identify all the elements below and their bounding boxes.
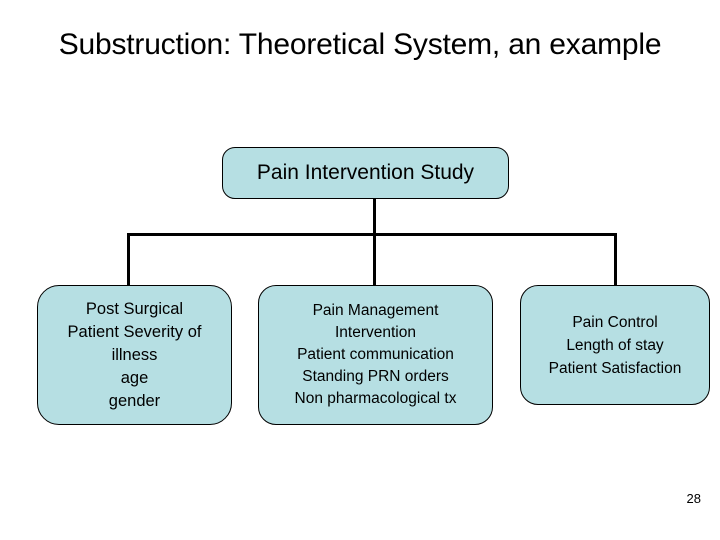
connector-drop-intervention bbox=[373, 233, 376, 286]
connector-root-stem bbox=[373, 198, 376, 235]
node-label: Pain Intervention Study bbox=[256, 161, 475, 184]
page-title: Substruction: Theoretical System, an exa… bbox=[58, 28, 662, 61]
connector-drop-outcome bbox=[614, 233, 617, 286]
node-intervention-variables: Pain Management Intervention Patient com… bbox=[258, 285, 493, 425]
node-pain-intervention-study: Pain Intervention Study bbox=[222, 147, 509, 199]
node-label: Pain Management Intervention Patient com… bbox=[294, 302, 457, 407]
node-outcome-variables: Pain Control Length of stay Patient Sati… bbox=[520, 285, 710, 405]
connector-drop-antecedent bbox=[127, 233, 130, 286]
connector-horizontal-bar bbox=[127, 233, 617, 236]
node-label: Post Surgical Patient Severity of illnes… bbox=[67, 299, 202, 410]
node-label: Pain Control Length of stay Patient Sati… bbox=[548, 313, 682, 377]
node-antecedent-variables: Post Surgical Patient Severity of illnes… bbox=[37, 285, 232, 425]
page-number: 28 bbox=[686, 491, 701, 506]
